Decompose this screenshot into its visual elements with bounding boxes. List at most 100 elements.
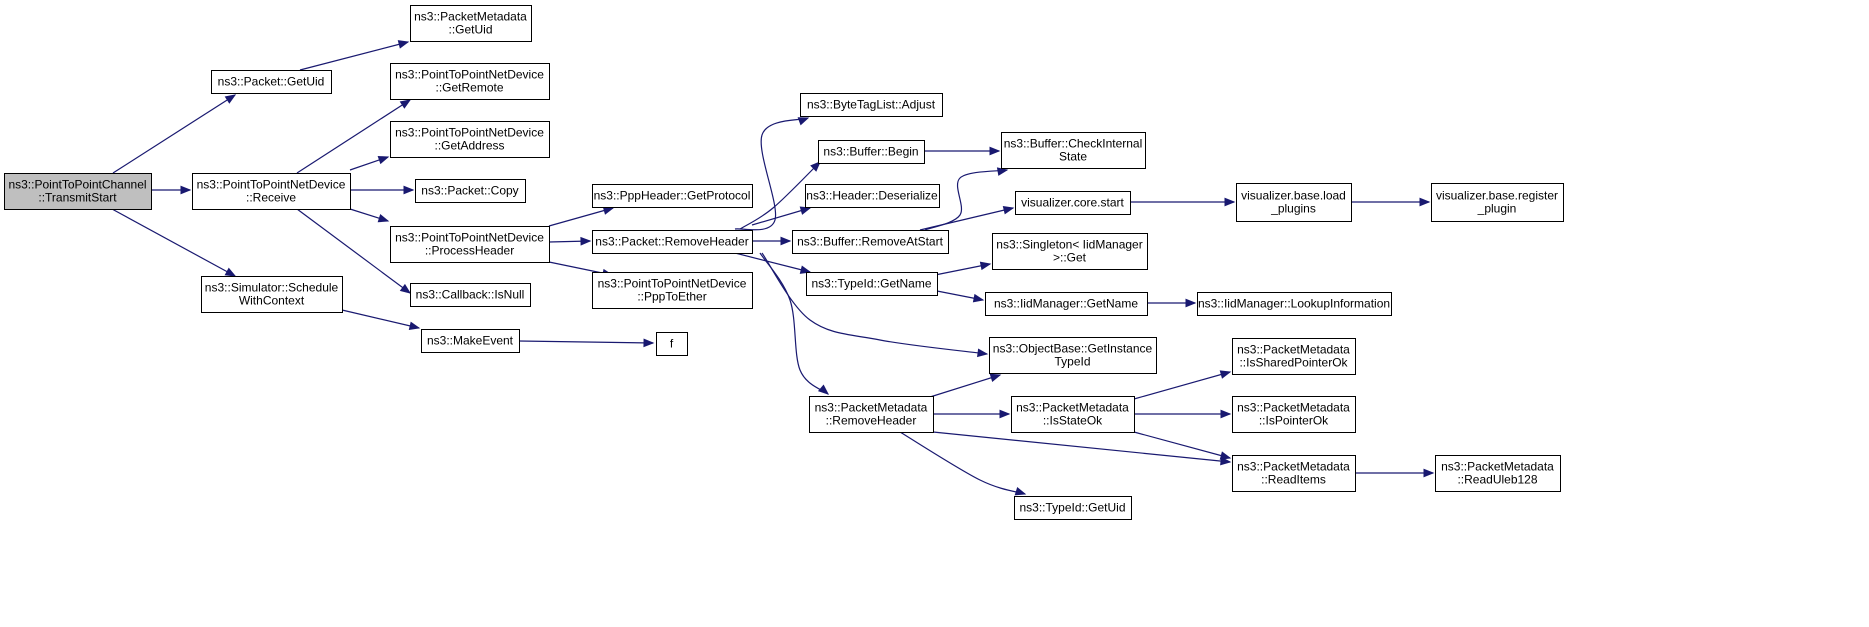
node-n27[interactable]: ns3::TypeId::GetUid <box>1014 496 1132 520</box>
node-label: ::TransmitStart <box>38 191 117 205</box>
arrowhead <box>1185 298 1197 308</box>
arrowhead <box>989 373 1002 382</box>
node-n29[interactable]: visualizer.base.register_plugin <box>1431 183 1564 222</box>
node-n15[interactable]: ns3::ByteTagList::Adjust <box>800 93 943 117</box>
node-label: ns3::Callback::IsNull <box>416 288 525 302</box>
edge-n0-n9 <box>111 208 237 277</box>
node-label: ns3::Header::Deserialize <box>806 189 938 203</box>
edge-n18-n22 <box>919 205 1015 231</box>
node-label: ::GetUid <box>448 23 492 37</box>
node-n5[interactable]: ns3::PointToPointNetDevice::GetAddress <box>390 121 550 158</box>
node-n31[interactable]: ns3::PacketMetadata::IsSharedPointerOk <box>1232 338 1356 375</box>
node-n24[interactable]: ns3::IidManager::GetName <box>985 292 1148 316</box>
node-label: ::ProcessHeader <box>425 244 514 258</box>
arrowhead <box>817 384 830 395</box>
node-box <box>989 337 1157 374</box>
arrowhead <box>399 283 412 294</box>
arrowhead <box>810 161 821 172</box>
node-box <box>656 332 688 356</box>
node-label: TypeId <box>1054 355 1090 369</box>
node-label: ns3::Singleton< IidManager <box>996 238 1142 252</box>
node-n14[interactable]: ns3::PointToPointNetDevice::PppToEther <box>592 272 753 309</box>
node-label: ns3::PacketMetadata <box>1016 401 1129 415</box>
edge-line <box>1133 431 1231 459</box>
node-label: ::IsSharedPointerOk <box>1239 356 1348 370</box>
node-n12[interactable]: ns3::PppHeader::GetProtocol <box>592 184 753 208</box>
node-n32[interactable]: ns3::PacketMetadata::IsPointerOk <box>1232 396 1356 433</box>
node-n11[interactable]: f <box>656 332 688 356</box>
node-n1[interactable]: ns3::Packet::GetUid <box>211 70 332 94</box>
node-box <box>592 184 753 208</box>
edge-n13-n15 <box>734 117 810 231</box>
node-box <box>1232 396 1356 433</box>
node-label: ns3::PacketMetadata <box>414 10 527 24</box>
node-label: ::IsPointerOk <box>1259 414 1329 428</box>
node-n10[interactable]: ns3::MakeEvent <box>421 329 520 353</box>
edge-n20-n27 <box>899 431 1027 496</box>
node-n3[interactable]: ns3::PointToPointNetDevice::Receive <box>192 173 351 210</box>
node-label: ::PppToEther <box>637 290 706 304</box>
arrowhead <box>377 155 390 165</box>
node-n0[interactable]: ns3::PointToPointChannel::TransmitStart <box>4 173 152 210</box>
node-n18[interactable]: ns3::Buffer::RemoveAtStart <box>792 230 949 254</box>
edge-line <box>761 252 988 355</box>
edge-line <box>296 208 411 294</box>
node-box <box>410 283 531 307</box>
arrowhead <box>972 293 985 303</box>
arrowhead <box>399 99 412 109</box>
arrowhead <box>1219 451 1232 460</box>
node-n23[interactable]: ns3::Singleton< IidManager>::Get <box>992 233 1148 270</box>
node-box <box>410 5 532 42</box>
node-n33[interactable]: ns3::PacketMetadata::ReadItems <box>1232 455 1356 492</box>
node-label: ::RemoveHeader <box>826 414 917 428</box>
node-n16[interactable]: ns3::Buffer::Begin <box>818 140 925 164</box>
node-n20[interactable]: ns3::PacketMetadata::RemoveHeader <box>809 396 934 433</box>
node-n2[interactable]: ns3::PacketMetadata::GetUid <box>410 5 532 42</box>
edge-n24-n30 <box>1147 298 1197 308</box>
node-n22[interactable]: visualizer.core.start <box>1015 191 1131 215</box>
node-box <box>390 63 550 100</box>
arrowhead <box>224 94 237 104</box>
node-label: _plugins <box>1270 202 1316 216</box>
node-label: ns3::IidManager::LookupInformation <box>1198 297 1390 311</box>
edge-n16-n21 <box>924 146 1001 156</box>
node-label: visualizer.base.load <box>1241 189 1346 203</box>
node-n8[interactable]: ns3::Callback::IsNull <box>410 283 531 307</box>
arrowhead <box>999 409 1011 419</box>
edge-n13-n16 <box>739 161 821 230</box>
node-box <box>1232 455 1356 492</box>
node-n4[interactable]: ns3::PointToPointNetDevice::GetRemote <box>390 63 550 100</box>
node-n26[interactable]: ns3::PacketMetadata::IsStateOk <box>1011 396 1135 433</box>
node-n19[interactable]: ns3::TypeId::GetName <box>806 272 938 296</box>
node-label: ns3::PointToPointNetDevice <box>395 231 544 245</box>
node-box <box>806 272 938 296</box>
edge-n26-n33 <box>1133 431 1232 460</box>
node-n13[interactable]: ns3::Packet::RemoveHeader <box>592 230 753 254</box>
arrowhead <box>1002 205 1015 215</box>
node-label: visualizer.base.register <box>1436 189 1558 203</box>
node-label: ns3::PointToPointNetDevice <box>395 126 544 140</box>
node-box <box>592 272 753 309</box>
edge-line <box>734 117 809 231</box>
node-n6[interactable]: ns3::Packet::Copy <box>415 179 526 203</box>
edge-line <box>1133 371 1231 400</box>
node-box <box>192 173 351 210</box>
node-n34[interactable]: ns3::PacketMetadata::ReadUleb128 <box>1435 455 1561 492</box>
node-box <box>415 179 526 203</box>
node-n7[interactable]: ns3::PointToPointNetDevice::ProcessHeade… <box>390 226 550 263</box>
node-box <box>809 396 934 433</box>
edge-line <box>929 374 1001 398</box>
node-n30[interactable]: ns3::IidManager::LookupInformation <box>1197 292 1392 316</box>
node-box <box>992 233 1148 270</box>
arrowhead <box>643 338 655 348</box>
arrowhead <box>989 146 1001 156</box>
node-label: ::GetAddress <box>434 139 504 153</box>
node-label: ns3::PointToPointNetDevice <box>395 68 544 82</box>
edge-n19-n24 <box>936 290 985 303</box>
node-n28[interactable]: visualizer.base.load_plugins <box>1236 183 1352 222</box>
node-label: _plugin <box>1477 202 1517 216</box>
node-n17[interactable]: ns3::Header::Deserialize <box>805 184 940 208</box>
